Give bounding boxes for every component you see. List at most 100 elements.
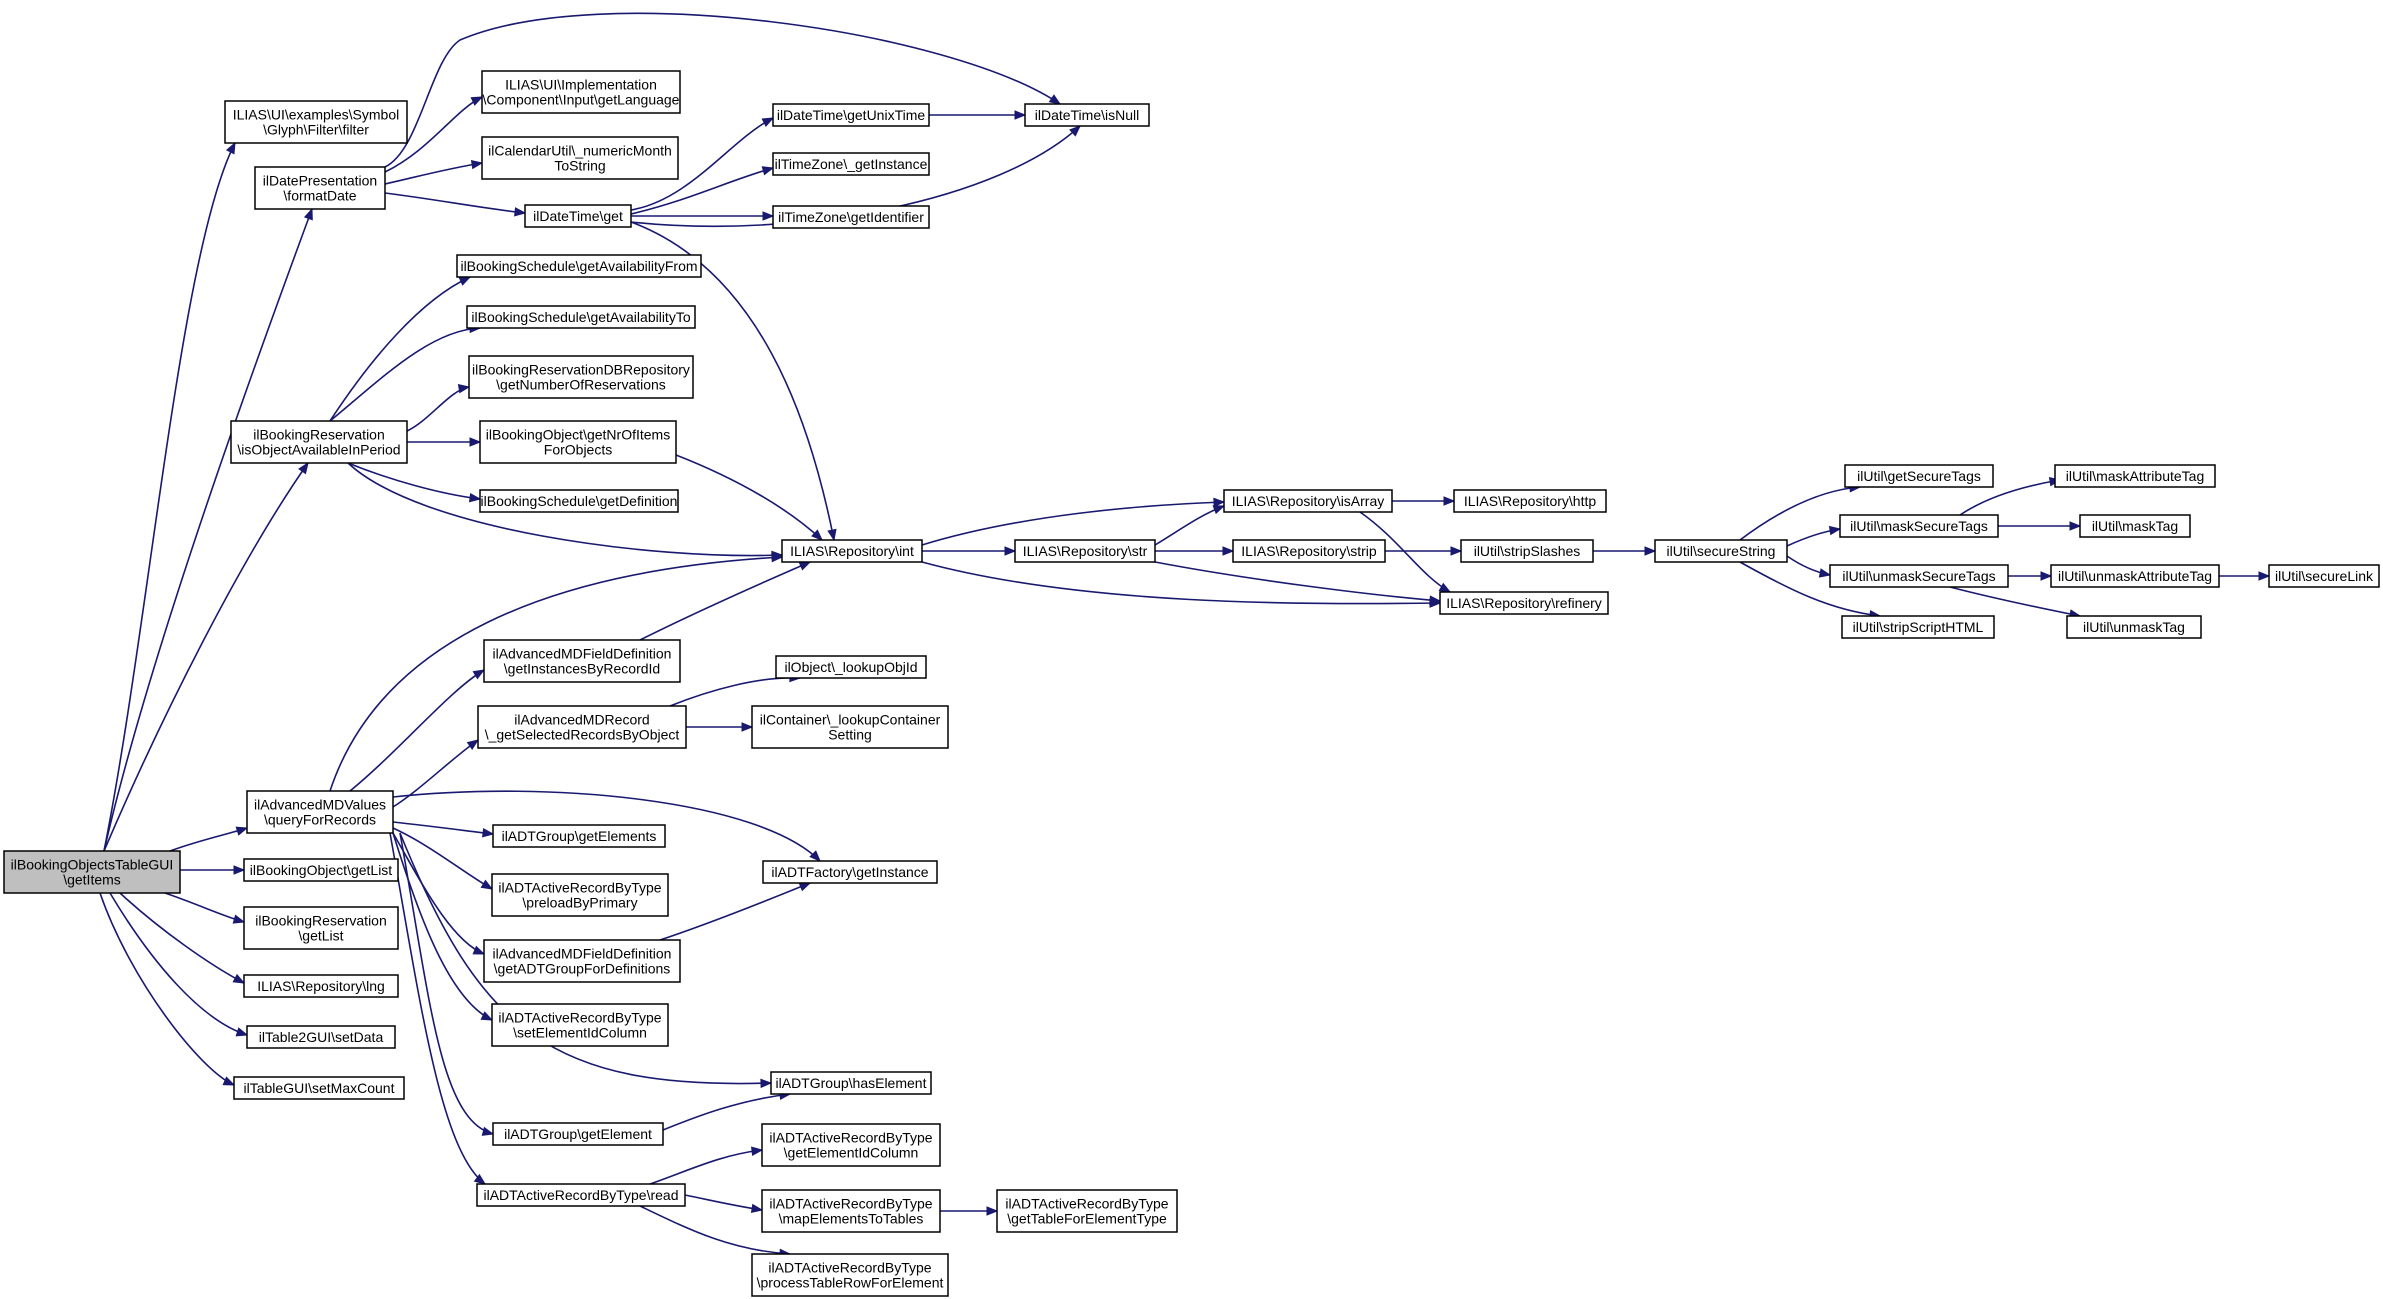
node-repolng[interactable]: ILIAS\Repository\lng <box>243 974 399 998</box>
node-repoint[interactable]: ILIAS\Repository\int <box>781 539 923 563</box>
node-adtfact[interactable]: ilADTFactory\getInstance <box>762 860 938 884</box>
node-stripscript[interactable]: ilUtil\stripScriptHTML <box>1841 615 1995 639</box>
node-box <box>2050 564 2220 588</box>
arrowhead-icon <box>457 383 471 394</box>
edge-line <box>669 677 801 707</box>
node-box <box>762 860 938 884</box>
node-label: ilADTGroup\hasElement <box>776 1075 927 1091</box>
node-borlist[interactable]: ilBookingObject\getList <box>243 858 399 882</box>
arrowhead-icon <box>232 973 246 984</box>
node-label: Setting <box>828 727 872 743</box>
node-box <box>772 152 930 176</box>
node-t2setdata[interactable]: ilTable2GUI\setData <box>246 1025 396 1049</box>
node-reporef[interactable]: ILIAS\Repository\refinery <box>1439 591 1609 615</box>
node-adtgrpel[interactable]: ilADTGroup\getElements <box>492 824 666 848</box>
node-adtgetid[interactable]: ilADTActiveRecordByType\getElementIdColu… <box>761 1123 941 1167</box>
node-label: ilADTGroup\getElement <box>504 1126 652 1142</box>
arrowhead-icon <box>470 96 484 106</box>
node-bsto[interactable]: ilBookingSchedule\getAvailabilityTo <box>466 305 696 329</box>
node-dtisnull[interactable]: ilDateTime\isNull <box>1024 103 1150 127</box>
edge-line <box>630 117 774 211</box>
node-box <box>491 873 669 917</box>
node-box <box>2066 615 2202 639</box>
node-uiimpl[interactable]: ILIAS\UI\Implementation\Component\Input\… <box>481 70 681 114</box>
edge-line <box>1949 586 2081 617</box>
node-adtsetid[interactable]: ilADTActiveRecordByType\setElementIdColu… <box>491 1003 669 1047</box>
node-adthas[interactable]: ilADTGroup\hasElement <box>770 1071 932 1095</box>
edge-amdval-to-adtgrpel <box>392 821 495 838</box>
node-masktag[interactable]: ilUtil\maskTag <box>2079 514 2191 538</box>
node-tsetmax[interactable]: ilTableGUI\setMaxCount <box>233 1076 405 1100</box>
node-label: \formatDate <box>283 188 356 204</box>
node-label: ilUtil\unmaskSecureTags <box>1842 568 1995 584</box>
node-breslist[interactable]: ilBookingReservation\getList <box>243 906 399 950</box>
node-amdinst[interactable]: ilAdvancedMDFieldDefinition\getInstances… <box>483 639 681 683</box>
node-label: ilDateTime\getUnixTime <box>777 107 926 123</box>
node-root[interactable]: ilBookingObjectsTableGUI\getItems <box>3 850 181 894</box>
node-label: ILIAS\UI\Implementation <box>505 77 657 93</box>
node-adtpre[interactable]: ilADTActiveRecordByType\preloadByPrimary <box>491 873 669 917</box>
node-amdrec[interactable]: ilAdvancedMDRecord\_getSelectedRecordsBy… <box>477 705 687 749</box>
arrowhead-icon <box>466 739 480 750</box>
arrowhead-icon <box>472 669 486 680</box>
node-objlookup[interactable]: ilObject\_lookupObjId <box>775 655 927 679</box>
node-box <box>481 70 681 114</box>
node-repostrip[interactable]: ILIAS\Repository\strip <box>1232 539 1386 563</box>
node-tzid[interactable]: ilTimeZone\getIdentifier <box>772 205 930 229</box>
edge-amdval-to-adtgetel <box>399 832 495 1136</box>
node-masksec[interactable]: ilUtil\maskSecureTags <box>1839 514 1999 538</box>
node-unmasksec[interactable]: ilUtil\unmaskSecureTags <box>1829 564 2009 588</box>
edge-amdval-to-adtread <box>389 832 487 1185</box>
node-label: ILIAS\Repository\refinery <box>1446 595 1602 611</box>
node-label: \preloadByPrimary <box>522 895 637 911</box>
node-box <box>254 166 386 210</box>
node-bres[interactable]: ilBookingReservation\isObjectAvailableIn… <box>230 420 408 464</box>
arrowhead-icon <box>1222 546 1235 556</box>
edge-line <box>103 462 309 852</box>
node-repohttp[interactable]: ILIAS\Repository\http <box>1453 489 1607 513</box>
node-label: ILIAS\Repository\isArray <box>1232 493 1385 509</box>
node-bsfrom[interactable]: ilBookingSchedule\getAvailabilityFrom <box>456 254 702 278</box>
node-adtgetel[interactable]: ilADTGroup\getElement <box>492 1122 664 1146</box>
node-adtmap[interactable]: ilADTActiveRecordByType\mapElementsToTab… <box>761 1189 941 1233</box>
node-label: ilBookingSchedule\getAvailabilityFrom <box>460 258 697 274</box>
edge-bres-to-bsfrom <box>329 276 472 422</box>
node-strslash[interactable]: ilUtil\stripSlashes <box>1460 539 1594 563</box>
arrowhead-icon <box>233 865 246 875</box>
edge-line <box>329 327 481 422</box>
node-datepres[interactable]: ilDatePresentation\formatDate <box>254 166 386 210</box>
node-dtget[interactable]: ilDateTime\get <box>524 204 632 228</box>
node-tzinst[interactable]: ilTimeZone\_getInstance <box>772 152 930 176</box>
edge-amdval-to-adtpre <box>392 827 494 890</box>
node-label: ilAdvancedMDRecord <box>514 712 649 728</box>
arrowhead-icon <box>761 166 775 176</box>
edge-amdval-to-amdinst <box>349 669 486 792</box>
node-adtread[interactable]: ilADTActiveRecordByType\read <box>476 1183 686 1207</box>
node-getsec[interactable]: ilUtil\getSecureTags <box>1844 464 1994 488</box>
edge-line <box>659 882 811 941</box>
node-adttable[interactable]: ilADTActiveRecordByType\getTableForEleme… <box>996 1189 1178 1233</box>
node-secstr[interactable]: ilUtil\secureString <box>1654 539 1788 563</box>
arrowhead-icon <box>2040 571 2053 581</box>
edge-datepres-to-calutil <box>384 159 484 185</box>
node-repoarr[interactable]: ILIAS\Repository\isArray <box>1223 489 1393 513</box>
edge-datepres-to-dtisnull <box>384 12 1062 168</box>
node-unmasktag[interactable]: ilUtil\unmaskTag <box>2066 615 2202 639</box>
node-bsdef[interactable]: ilBookingSchedule\getDefinition <box>479 489 679 513</box>
node-dtunix[interactable]: ilDateTime\getUnixTime <box>772 103 930 127</box>
node-adtproc[interactable]: ilADTActiveRecordByType\processTableRowF… <box>751 1253 949 1297</box>
node-amdgrp[interactable]: ilAdvancedMDFieldDefinition\getADTGroupF… <box>483 939 681 983</box>
node-box <box>2079 514 2191 538</box>
node-amdval[interactable]: ilAdvancedMDValues\queryForRecords <box>246 790 394 834</box>
node-repostr[interactable]: ILIAS\Repository\str <box>1014 539 1156 563</box>
node-securelink[interactable]: ilUtil\secureLink <box>2268 564 2380 588</box>
node-maskattr[interactable]: ilUtil\maskAttributeTag <box>2054 464 2216 488</box>
node-brdb[interactable]: ilBookingReservationDBRepository\getNumb… <box>468 355 694 399</box>
node-unmaskattr[interactable]: ilUtil\unmaskAttributeTag <box>2050 564 2220 588</box>
node-glyph[interactable]: ILIAS\UI\examples\Symbol\Glyph\Filter\fi… <box>224 100 408 144</box>
node-label: ForObjects <box>544 442 612 458</box>
edge-line <box>392 827 493 890</box>
